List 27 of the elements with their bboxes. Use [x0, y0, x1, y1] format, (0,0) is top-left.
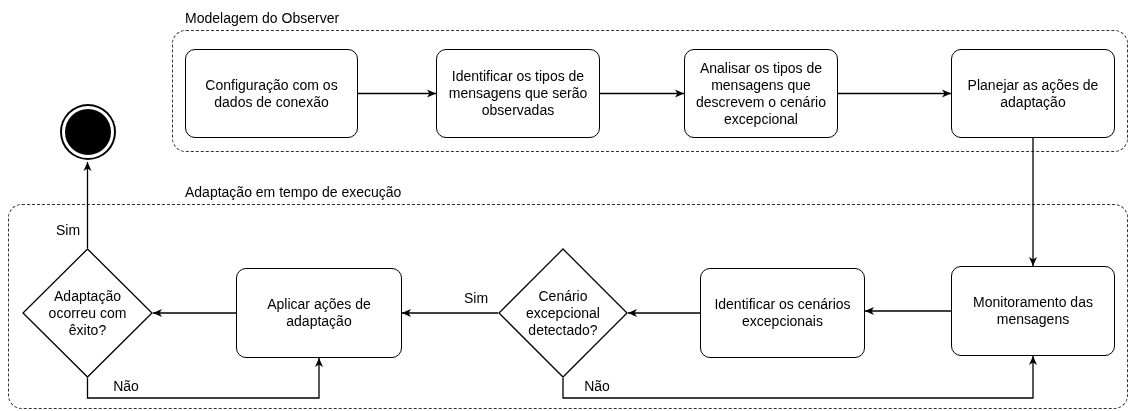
edge-label: Não: [111, 378, 141, 394]
arrow: [562, 355, 1037, 399]
decision-diamond: Adaptação ocorreu com êxito?: [22, 248, 153, 378]
arrow: [1029, 137, 1037, 267]
arrow: [864, 307, 952, 315]
edge-label: Sim: [53, 222, 83, 238]
arrow: [401, 309, 499, 317]
process-box: Configuração com os dados de conexão: [185, 49, 358, 138]
arrow: [837, 89, 952, 98]
process-box: Identificar os cenários excepcionais: [700, 268, 865, 358]
edge-label: Não: [582, 378, 612, 394]
process-box: Identificar os tipos de mensagens que serão observadas: [436, 49, 600, 138]
arrow: [152, 309, 237, 317]
arrow: [599, 89, 685, 98]
edge-label: Sim: [461, 290, 491, 306]
arrow: [83, 161, 92, 249]
end-node: [62, 106, 114, 158]
group-heading: Modelagem do Observer: [185, 9, 340, 28]
process-box: Aplicar ações de adaptação: [236, 268, 402, 358]
arrow: [627, 309, 701, 317]
process-box: Monitoramento das mensagens: [951, 266, 1115, 356]
decision-diamond: Cenário excepcional detectado?: [498, 248, 628, 378]
arrow: [86, 357, 323, 399]
arrow: [357, 89, 437, 98]
process-box: Planejar as ações de adaptação: [951, 49, 1115, 138]
process-box: Analisar os tipos de mensagens que descrevem o cenário excepcional: [684, 49, 838, 138]
group-heading: Adaptação em tempo de execução: [185, 183, 402, 202]
